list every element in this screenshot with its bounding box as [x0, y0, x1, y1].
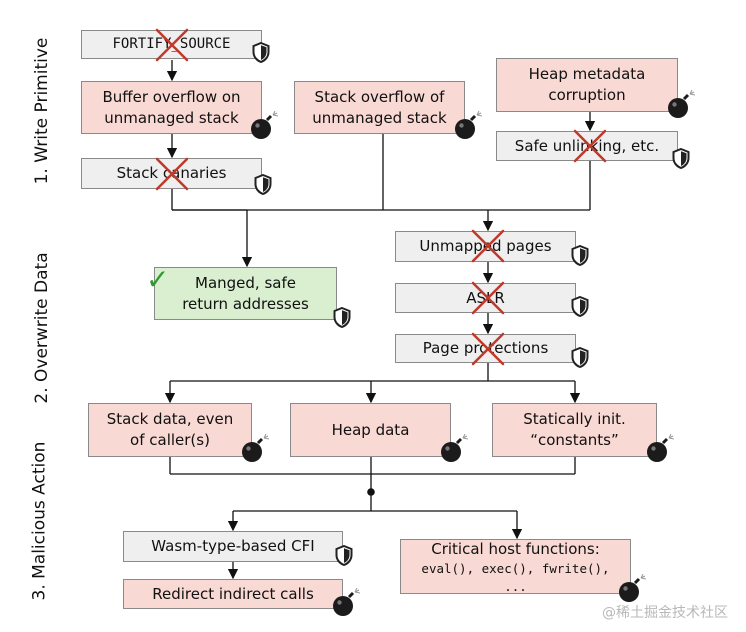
node-static-constants: Statically init. “constants”	[492, 403, 657, 457]
bomb-icon	[242, 434, 270, 462]
critical-host-title: Critical host functions:	[431, 540, 600, 558]
node-heap-metadata: Heap metadata corruption	[496, 58, 678, 112]
red-x-icon	[471, 281, 505, 315]
node-managed-return: Manged, safe return addresses	[154, 267, 337, 320]
node-stack-overflow: Stack overflow of unmanaged stack	[294, 81, 465, 134]
junction-dot	[367, 488, 375, 496]
node-aslr: ASLR	[395, 283, 576, 313]
shield-icon	[571, 245, 589, 266]
node-buffer-overflow: Buffer overflow on unmanaged stack	[81, 81, 262, 134]
red-x-icon	[471, 229, 505, 263]
shield-icon	[571, 296, 589, 317]
bomb-icon	[455, 111, 483, 139]
shield-icon	[254, 174, 272, 195]
bomb-icon	[333, 588, 361, 616]
node-heap-data: Heap data	[290, 403, 451, 457]
bomb-icon	[647, 434, 675, 462]
red-x-icon	[155, 28, 189, 62]
node-redirect-calls: Redirect indirect calls	[123, 579, 343, 609]
watermark: @稀土掘金技术社区	[602, 605, 728, 621]
shield-icon	[252, 42, 270, 63]
node-safe-unlinking: Safe unlinking, etc.	[496, 131, 678, 161]
section-overwrite-data: 2. Overwrite Data	[32, 252, 52, 404]
shield-icon	[333, 307, 351, 328]
bomb-icon	[619, 574, 647, 602]
critical-host-functions: eval(), exec(), fwrite(), ...	[421, 561, 610, 594]
shield-icon	[672, 148, 690, 169]
shield-icon	[335, 545, 353, 566]
checkmark-icon: ✓	[146, 263, 170, 296]
node-critical-host: Critical host functions: eval(), exec(),…	[400, 539, 631, 594]
red-x-icon	[155, 157, 189, 191]
bomb-icon	[251, 111, 279, 139]
node-page-protections: Page protections	[395, 334, 576, 363]
node-stack-data: Stack data, even of caller(s)	[88, 403, 252, 457]
section-malicious-action: 3. Malicious Action	[29, 441, 50, 601]
red-x-icon	[573, 129, 607, 163]
red-x-icon	[471, 332, 505, 366]
shield-icon	[571, 347, 589, 368]
section-write-primitive: 1. Write Primitive	[32, 37, 52, 185]
bomb-icon	[668, 90, 696, 118]
node-unmapped-pages: Unmapped pages	[395, 231, 576, 262]
node-wasm-cfi: Wasm-type-based CFI	[123, 531, 343, 562]
bomb-icon	[441, 434, 469, 462]
